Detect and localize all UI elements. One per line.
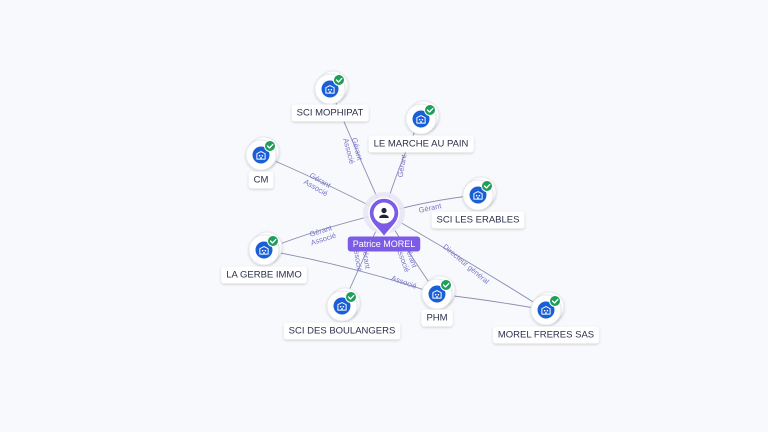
company-building-icon	[255, 241, 273, 259]
company-label: SCI MOPHIPAT	[291, 104, 369, 122]
edge-label-le-marche-au-pain: Gérant	[396, 153, 409, 178]
verified-check-icon	[267, 235, 279, 247]
company-name: SCI DES BOULANGERS	[289, 326, 396, 337]
company-name: SCI LES ERABLES	[437, 215, 520, 226]
edge-role-label: Gérant	[360, 245, 372, 270]
company-building-icon	[428, 285, 446, 303]
company-building-icon	[412, 110, 430, 128]
verified-check-icon	[345, 291, 357, 303]
company-node-morel-freres-sas[interactable]: MOREL FRERES SAS	[492, 291, 600, 344]
company-name: PHM	[426, 313, 447, 324]
company-label: MOREL FRERES SAS	[492, 326, 600, 344]
company-node-sci-mophipat[interactable]: SCI MOPHIPAT	[291, 70, 369, 122]
company-node-phm[interactable]: PHM	[421, 275, 456, 327]
edge-center-morel-freres-sas	[383, 212, 547, 311]
company-node-sci-des-boulangers[interactable]: SCI DES BOULANGERS	[283, 287, 401, 340]
edge-la-gerbe-immo-phm	[263, 249, 438, 295]
edge-role-label: Associé	[352, 245, 365, 272]
company-label: SCI LES ERABLES	[431, 211, 525, 229]
verified-check-icon	[440, 279, 452, 291]
company-name: CM	[254, 175, 269, 186]
company-label: LA GERBE IMMO	[221, 266, 307, 284]
person-icon	[379, 207, 389, 218]
verified-check-icon	[549, 295, 561, 307]
edge-label-phm: Associé	[390, 273, 418, 290]
company-name: LE MARCHE AU PAIN	[374, 139, 469, 150]
company-node-cm[interactable]: CM	[245, 136, 280, 189]
center-person-name: Patrice MOREL	[353, 239, 416, 249]
company-label: SCI DES BOULANGERS	[283, 322, 401, 340]
company-building-icon	[537, 301, 555, 319]
company-name: LA GERBE IMMO	[226, 270, 302, 281]
company-building-icon	[321, 80, 339, 98]
company-node-la-gerbe-immo[interactable]: LA GERBE IMMO	[221, 231, 307, 284]
nodes-layer: SCI MOPHIPAT LE MARCHE AU PAIN CM SCI LES E…	[221, 70, 600, 344]
company-label: LE MARCHE AU PAIN	[368, 135, 474, 153]
edge-role-label: Associé	[390, 273, 418, 290]
company-building-icon	[252, 146, 270, 164]
company-node-sci-les-erables[interactable]: SCI LES ERABLES	[431, 176, 525, 229]
company-name: SCI MOPHIPAT	[297, 108, 364, 119]
company-name: MOREL FRERES SAS	[498, 330, 594, 341]
verified-check-icon	[481, 180, 493, 192]
center-person-node[interactable]: Patrice MOREL	[347, 192, 421, 252]
company-building-icon	[333, 297, 351, 315]
company-building-icon	[469, 186, 487, 204]
company-label: PHM	[421, 309, 453, 327]
company-label: CM	[248, 171, 274, 189]
verified-check-icon	[264, 140, 276, 152]
company-node-le-marche-au-pain[interactable]: LE MARCHE AU PAIN	[368, 100, 474, 153]
edge-role-label: Gérant	[396, 153, 409, 178]
verified-check-icon	[333, 74, 345, 86]
verified-check-icon	[424, 104, 436, 116]
